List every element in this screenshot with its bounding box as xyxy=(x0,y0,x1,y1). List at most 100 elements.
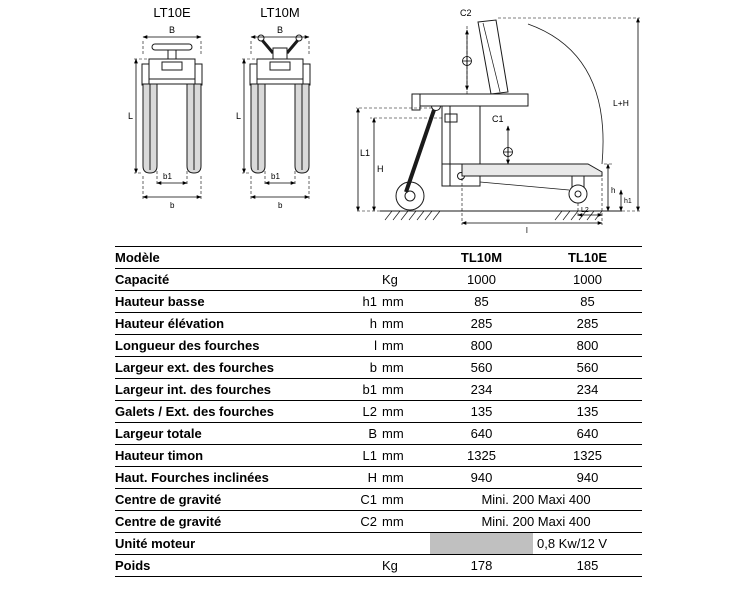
drive-wheel xyxy=(395,181,425,211)
dim-label-l2: L2 xyxy=(581,207,589,214)
spec-value-tl10e: 640 xyxy=(533,422,642,445)
spec-label: Longueur des fourches xyxy=(115,334,335,357)
spec-value-tl10m: 85 xyxy=(430,290,533,313)
dim-label-c1: C1 xyxy=(492,114,504,124)
spec-value-tl10m: 178 xyxy=(430,554,533,577)
spec-row: Unité moteur 0,8 Kw/12 V xyxy=(115,532,642,555)
dimension-lines xyxy=(356,17,640,225)
spec-unit xyxy=(335,532,430,555)
spec-label: Unité moteur xyxy=(115,532,335,555)
spec-value-tl10e: 0,8 Kw/12 V xyxy=(533,532,642,555)
front-view-lt10m-diagram: B L b1 b xyxy=(236,25,311,210)
dim-label-l: l xyxy=(526,226,528,235)
spec-value-tl10e: 185 xyxy=(533,554,642,577)
spec-header-tl10m: TL10M xyxy=(430,246,533,269)
center-of-gravity-icons xyxy=(462,56,513,157)
dim-label-B: B xyxy=(277,25,283,35)
spec-label: Centre de gravité xyxy=(115,488,335,511)
dimension-lines xyxy=(134,35,202,199)
dim-label-H: H xyxy=(377,164,384,174)
motor-housing xyxy=(141,58,203,86)
front-view-lt10e-diagram: B L b1 b xyxy=(128,25,203,210)
spec-label: Haut. Fourches inclinées xyxy=(115,466,335,489)
spec-label: Hauteur timon xyxy=(115,444,335,467)
tiller-handles xyxy=(257,34,303,60)
spec-label: Galets / Ext. des fourches xyxy=(115,400,335,423)
roller-wheel xyxy=(479,176,588,204)
diagram-title-lt10m: LT10M xyxy=(260,5,300,20)
forks-front xyxy=(142,83,202,174)
spec-value-tl10e: 234 xyxy=(533,378,642,401)
spec-value-tl10e: 135 xyxy=(533,400,642,423)
side-view-diagram: C2 C1 L1 H L+H h h1 l L2 xyxy=(356,8,640,235)
diagram-title-lt10e: LT10E xyxy=(153,5,191,20)
spec-header-unit xyxy=(335,246,430,269)
spec-label: Centre de gravité xyxy=(115,510,335,533)
spec-label: Largeur totale xyxy=(115,422,335,445)
ground-line xyxy=(380,210,622,221)
forks-front xyxy=(250,83,310,174)
spec-value-tl10m: 1000 xyxy=(430,268,533,291)
spec-label: Largeur int. des fourches xyxy=(115,378,335,401)
spec-unit: Kg xyxy=(335,554,430,577)
spec-value-tl10e: 85 xyxy=(533,290,642,313)
spec-value-tl10m: 640 xyxy=(430,422,533,445)
dim-label-b1: b1 xyxy=(163,172,172,181)
dim-label-b: b xyxy=(170,201,175,210)
spec-value-tl10m xyxy=(430,532,533,555)
dim-label-b1: b1 xyxy=(271,172,280,181)
spec-unit: Kg xyxy=(335,268,430,291)
spec-value-tl10m: 800 xyxy=(430,334,533,357)
spec-value-tl10e: 285 xyxy=(533,312,642,335)
spec-label: Largeur ext. des fourches xyxy=(115,356,335,379)
platform-deck xyxy=(411,93,529,111)
spec-value-tl10m: 1325 xyxy=(430,444,533,467)
dim-label-h1: h1 xyxy=(624,198,632,205)
dim-label-L: L xyxy=(128,111,133,121)
spec-label: Capacité xyxy=(115,268,335,291)
spec-value-tl10m: 560 xyxy=(430,356,533,379)
motor-housing xyxy=(249,58,311,86)
spec-label: Poids xyxy=(115,554,335,577)
spec-value-tl10e: 800 xyxy=(533,334,642,357)
spec-value-tl10e: 940 xyxy=(533,466,642,489)
backrest-plate xyxy=(477,19,509,95)
spec-label: Hauteur basse xyxy=(115,290,335,313)
dim-label-L: L xyxy=(236,111,241,121)
spec-value-tl10m: 135 xyxy=(430,400,533,423)
spec-label: Hauteur élévation xyxy=(115,312,335,335)
spec-value-tl10m: 285 xyxy=(430,312,533,335)
spec-value-tl10m: 234 xyxy=(430,378,533,401)
dim-label-h: h xyxy=(611,186,615,195)
tiller-arm xyxy=(404,101,441,193)
dimension-lines xyxy=(242,35,310,199)
spec-header-row: Modèle TL10M TL10E xyxy=(115,246,642,269)
tiller-handle xyxy=(151,43,193,60)
tilt-arc xyxy=(527,23,604,165)
